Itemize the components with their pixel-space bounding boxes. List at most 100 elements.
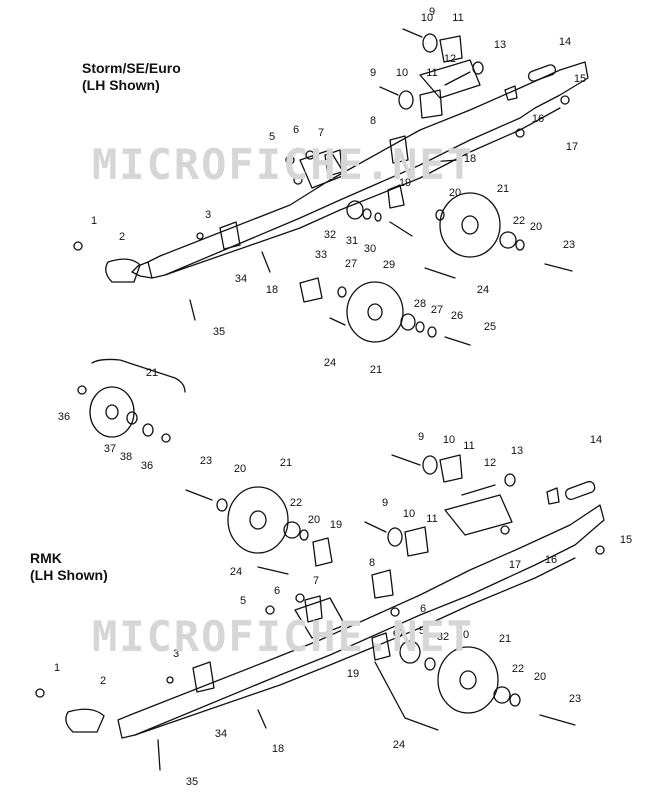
bottom-nut-1 <box>35 688 45 698</box>
top-nut-5 <box>285 155 295 165</box>
mid-nut-36a <box>77 385 87 395</box>
callout-11: 11 <box>426 67 437 79</box>
top-nut-6 <box>305 150 315 160</box>
callout-18: 18 <box>266 284 278 296</box>
callout-22: 22 <box>512 663 524 675</box>
callout-13: 13 <box>511 445 523 457</box>
callout-38: 38 <box>120 451 132 463</box>
bottom-washer-20c <box>424 657 436 671</box>
callout-19: 19 <box>347 668 359 680</box>
callout-21: 21 <box>497 183 509 195</box>
callout-21: 21 <box>146 367 158 379</box>
bottom-bracket-7 <box>304 595 323 623</box>
callout-2: 2 <box>100 675 106 687</box>
bottom-spacer-10a <box>422 455 438 475</box>
top-bracket-8 <box>389 135 409 164</box>
top-rail-slot <box>527 64 557 82</box>
bottom-wheel-21b-hub <box>459 670 477 690</box>
bottom-rail-slot <box>564 480 596 501</box>
bottom-bracket-19a <box>312 537 333 567</box>
top-washer-32 <box>346 200 364 220</box>
title-storm-line1: Storm/SE/Euro <box>82 60 181 76</box>
top-washer-31 <box>362 208 372 220</box>
bottom-rail-mount-rear <box>444 494 513 536</box>
bottom-nut-5a <box>265 605 275 615</box>
callout-10: 10 <box>396 67 408 79</box>
bottom-spacer-10b <box>387 527 403 547</box>
bottom-bolt-35 <box>157 739 161 771</box>
top-bolt-24a <box>424 267 456 279</box>
top-wheel-21a-hub <box>461 215 479 235</box>
title-storm: Storm/SE/Euro (LH Shown) <box>82 60 181 94</box>
top-bracket-33 <box>299 277 323 303</box>
top-washer-27b <box>415 321 425 333</box>
top-spacer-28 <box>400 313 416 331</box>
callout-28: 28 <box>414 298 426 310</box>
top-bolt-24b <box>329 317 346 326</box>
top-nut-4 <box>293 175 303 185</box>
top-washer-30 <box>374 212 382 222</box>
top-tip-2 <box>105 258 141 283</box>
callout-34: 34 <box>215 728 227 740</box>
callout-9: 9 <box>370 67 376 79</box>
callout-10: 10 <box>443 434 455 446</box>
callout-36: 36 <box>141 460 153 472</box>
callout-6: 6 <box>420 603 426 615</box>
callout-35: 35 <box>186 776 198 788</box>
callout-15: 15 <box>574 73 586 85</box>
callout-12: 12 <box>444 53 456 65</box>
top-wheel-21a <box>439 192 501 258</box>
callout-22: 22 <box>290 497 302 509</box>
top-leader-18a <box>261 251 271 273</box>
callout-5: 5 <box>269 131 275 143</box>
bottom-block-11b <box>404 526 429 557</box>
mid-wheel-21 <box>89 386 135 438</box>
bottom-bolt-9b <box>364 521 387 533</box>
callout-19: 19 <box>399 177 411 189</box>
callout-12: 12 <box>484 457 496 469</box>
bottom-tip-2 <box>65 708 105 733</box>
mid-washer-37 <box>126 411 138 425</box>
callout-9: 9 <box>382 497 388 509</box>
top-bolt-35 <box>189 299 196 321</box>
bottom-washer-13 <box>504 473 516 487</box>
callout-5: 5 <box>419 625 425 637</box>
top-nut-17 <box>515 128 525 138</box>
callout-2: 2 <box>119 231 125 243</box>
bottom-nut-5b <box>393 628 403 638</box>
bottom-nut-6a <box>295 593 305 603</box>
bottom-nut-6b <box>390 607 400 617</box>
bottom-spacer-32 <box>399 640 421 664</box>
bottom-leader-24b <box>374 661 406 719</box>
callout-15: 15 <box>620 534 632 546</box>
top-rail <box>147 61 589 279</box>
bottom-bolt-23a <box>185 489 213 501</box>
bottom-bracket-34 <box>192 661 215 693</box>
callout-7: 7 <box>318 127 324 139</box>
mid-washer-38 <box>142 423 154 437</box>
title-rmk: RMK (LH Shown) <box>30 550 108 584</box>
callout-24: 24 <box>477 284 489 296</box>
callout-1: 1 <box>91 215 97 227</box>
callout-20: 20 <box>457 629 469 641</box>
callout-9: 9 <box>429 6 435 18</box>
bottom-spacer-22a <box>283 521 301 539</box>
top-spacer-22 <box>499 231 517 249</box>
callout-17: 17 <box>566 141 578 153</box>
watermark-bottom: MICROFICHE.NET <box>92 612 475 661</box>
callout-4: 4 <box>265 166 271 178</box>
top-washer-27 <box>337 286 347 298</box>
callout-24: 24 <box>324 357 336 369</box>
bottom-bracket-19b <box>371 632 391 661</box>
top-bolt-12 <box>444 71 471 86</box>
top-leader-18b <box>429 159 459 163</box>
callout-8: 8 <box>370 115 376 127</box>
top-rail-mount-front <box>299 149 346 189</box>
callout-13: 13 <box>494 39 506 51</box>
callout-19: 19 <box>330 519 342 531</box>
callout-34: 34 <box>235 273 247 285</box>
callout-32: 32 <box>324 229 336 241</box>
callout-21: 21 <box>280 457 292 469</box>
top-clip-16 <box>504 85 518 101</box>
